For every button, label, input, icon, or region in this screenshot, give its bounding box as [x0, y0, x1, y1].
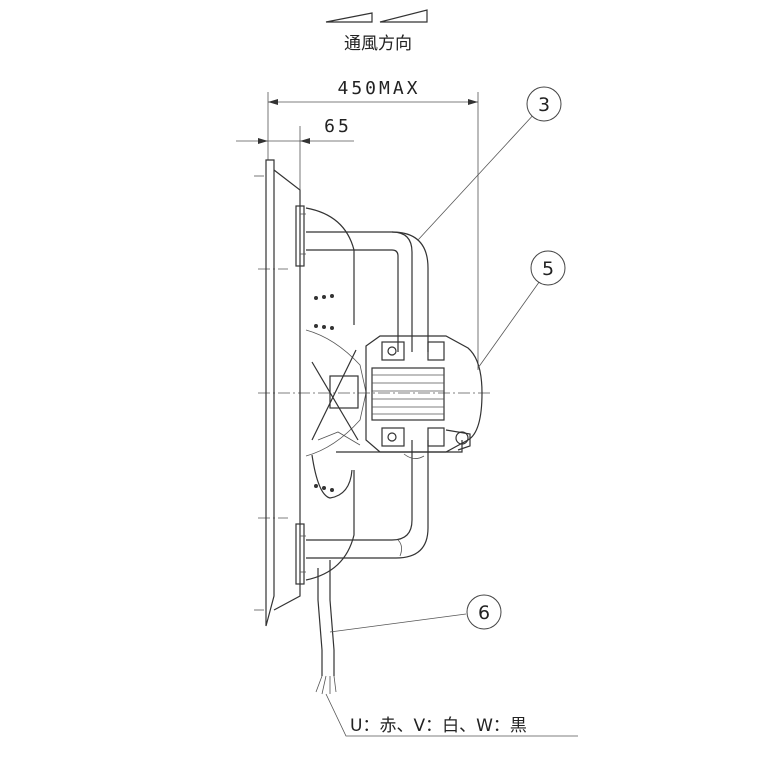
balloon-3-number: 3 [538, 94, 550, 116]
fan-blade-assembly [305, 207, 367, 581]
centerlines [258, 268, 492, 519]
mounting-flange [254, 159, 306, 627]
wiring-color-note: U：赤、V：白、W：黒 [350, 716, 527, 736]
dimension-450max [267, 92, 479, 370]
power-cable [315, 440, 463, 695]
balloon-6-number: 6 [478, 602, 490, 624]
dimension-65 [236, 126, 354, 190]
balloon-5: 5 [477, 250, 566, 369]
balloon-6: 6 [329, 594, 502, 633]
motor-body [365, 335, 483, 453]
dimension-overall-label: 450MAX [337, 78, 420, 99]
dimension-offset-label: 65 [324, 116, 352, 137]
wiring-note-leader [325, 693, 578, 737]
motor-support-bracket [306, 231, 429, 559]
balloon-5-number: 5 [542, 258, 554, 280]
balloon-3: 3 [417, 86, 562, 241]
airflow-direction-label: 通風方向 [344, 34, 412, 54]
airflow-arrow-icon [325, 9, 428, 23]
